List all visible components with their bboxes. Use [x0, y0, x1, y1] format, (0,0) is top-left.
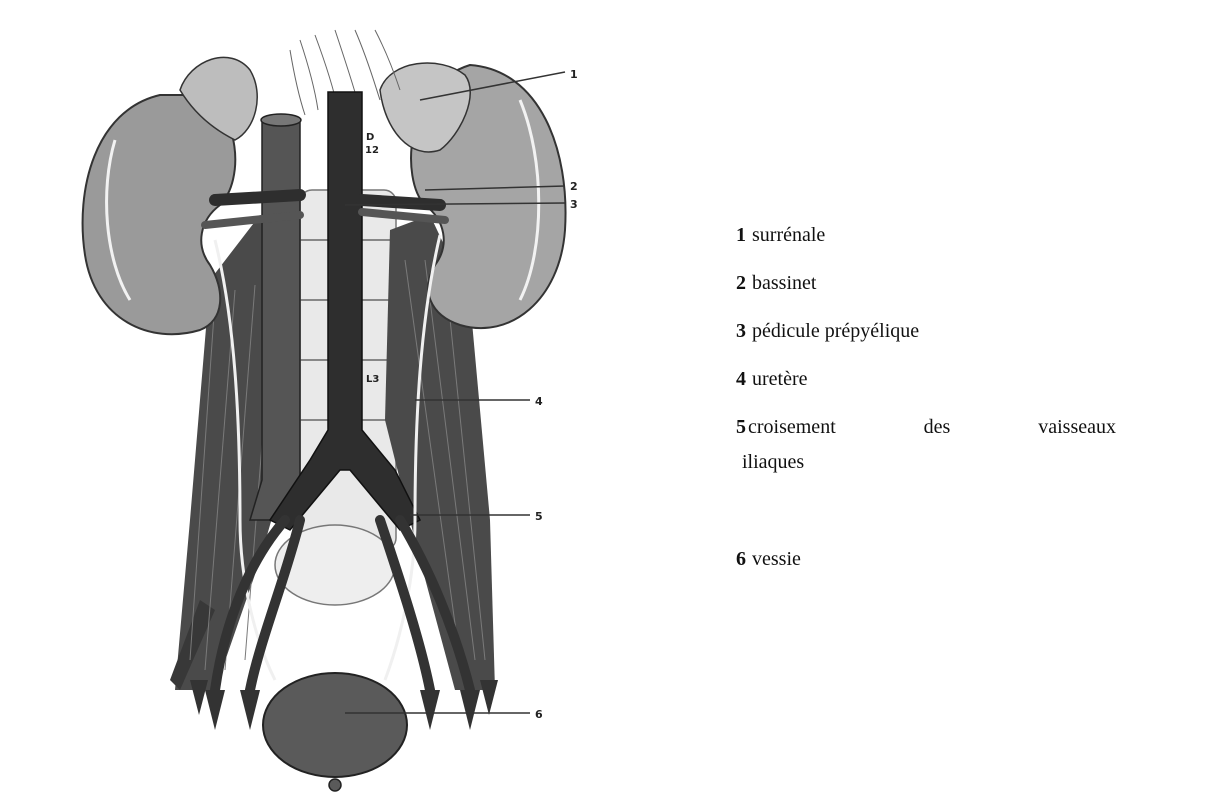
legend-num: 1	[736, 224, 746, 246]
legend-num: 5	[736, 416, 746, 438]
callout-4: 4	[535, 395, 543, 408]
legend-text: bassinet	[752, 272, 816, 294]
legend-num: 2	[736, 272, 746, 294]
legend-text-word: des	[924, 416, 951, 439]
callout-3: 3	[570, 198, 578, 211]
vertebra-label-l3: L3	[366, 374, 379, 385]
callout-1: 1	[570, 68, 578, 81]
legend-text: pédicule prépyélique	[752, 320, 919, 342]
legend-item-1: 1 surrénale	[736, 224, 825, 247]
callout-6: 6	[535, 708, 543, 721]
callout-5: 5	[535, 510, 543, 523]
legend-text: uretère	[752, 368, 808, 390]
legend-text: surrénale	[752, 224, 825, 246]
legend-num: 4	[736, 368, 746, 390]
legend-text: vessie	[752, 548, 801, 570]
legend-num: 3	[736, 320, 746, 342]
legend-item-3: 3 pédicule prépyélique	[736, 320, 919, 343]
legend-item-4: 4 uretère	[736, 368, 808, 391]
callout-2: 2	[570, 180, 578, 193]
legend-item-6: 6 vessie	[736, 548, 801, 571]
legend-num: 6	[736, 548, 746, 570]
vertebra-label-d: D	[366, 132, 374, 143]
bladder	[263, 673, 407, 791]
legend-item-2: 2 bassinet	[736, 272, 816, 295]
vertebra-label-12: 12	[365, 145, 379, 156]
legend-text-word: vaisseaux	[1038, 416, 1116, 439]
legend-text-word: croisement	[748, 416, 836, 438]
kidney-left	[83, 95, 236, 334]
legend-text-continued: iliaques	[742, 451, 1116, 474]
